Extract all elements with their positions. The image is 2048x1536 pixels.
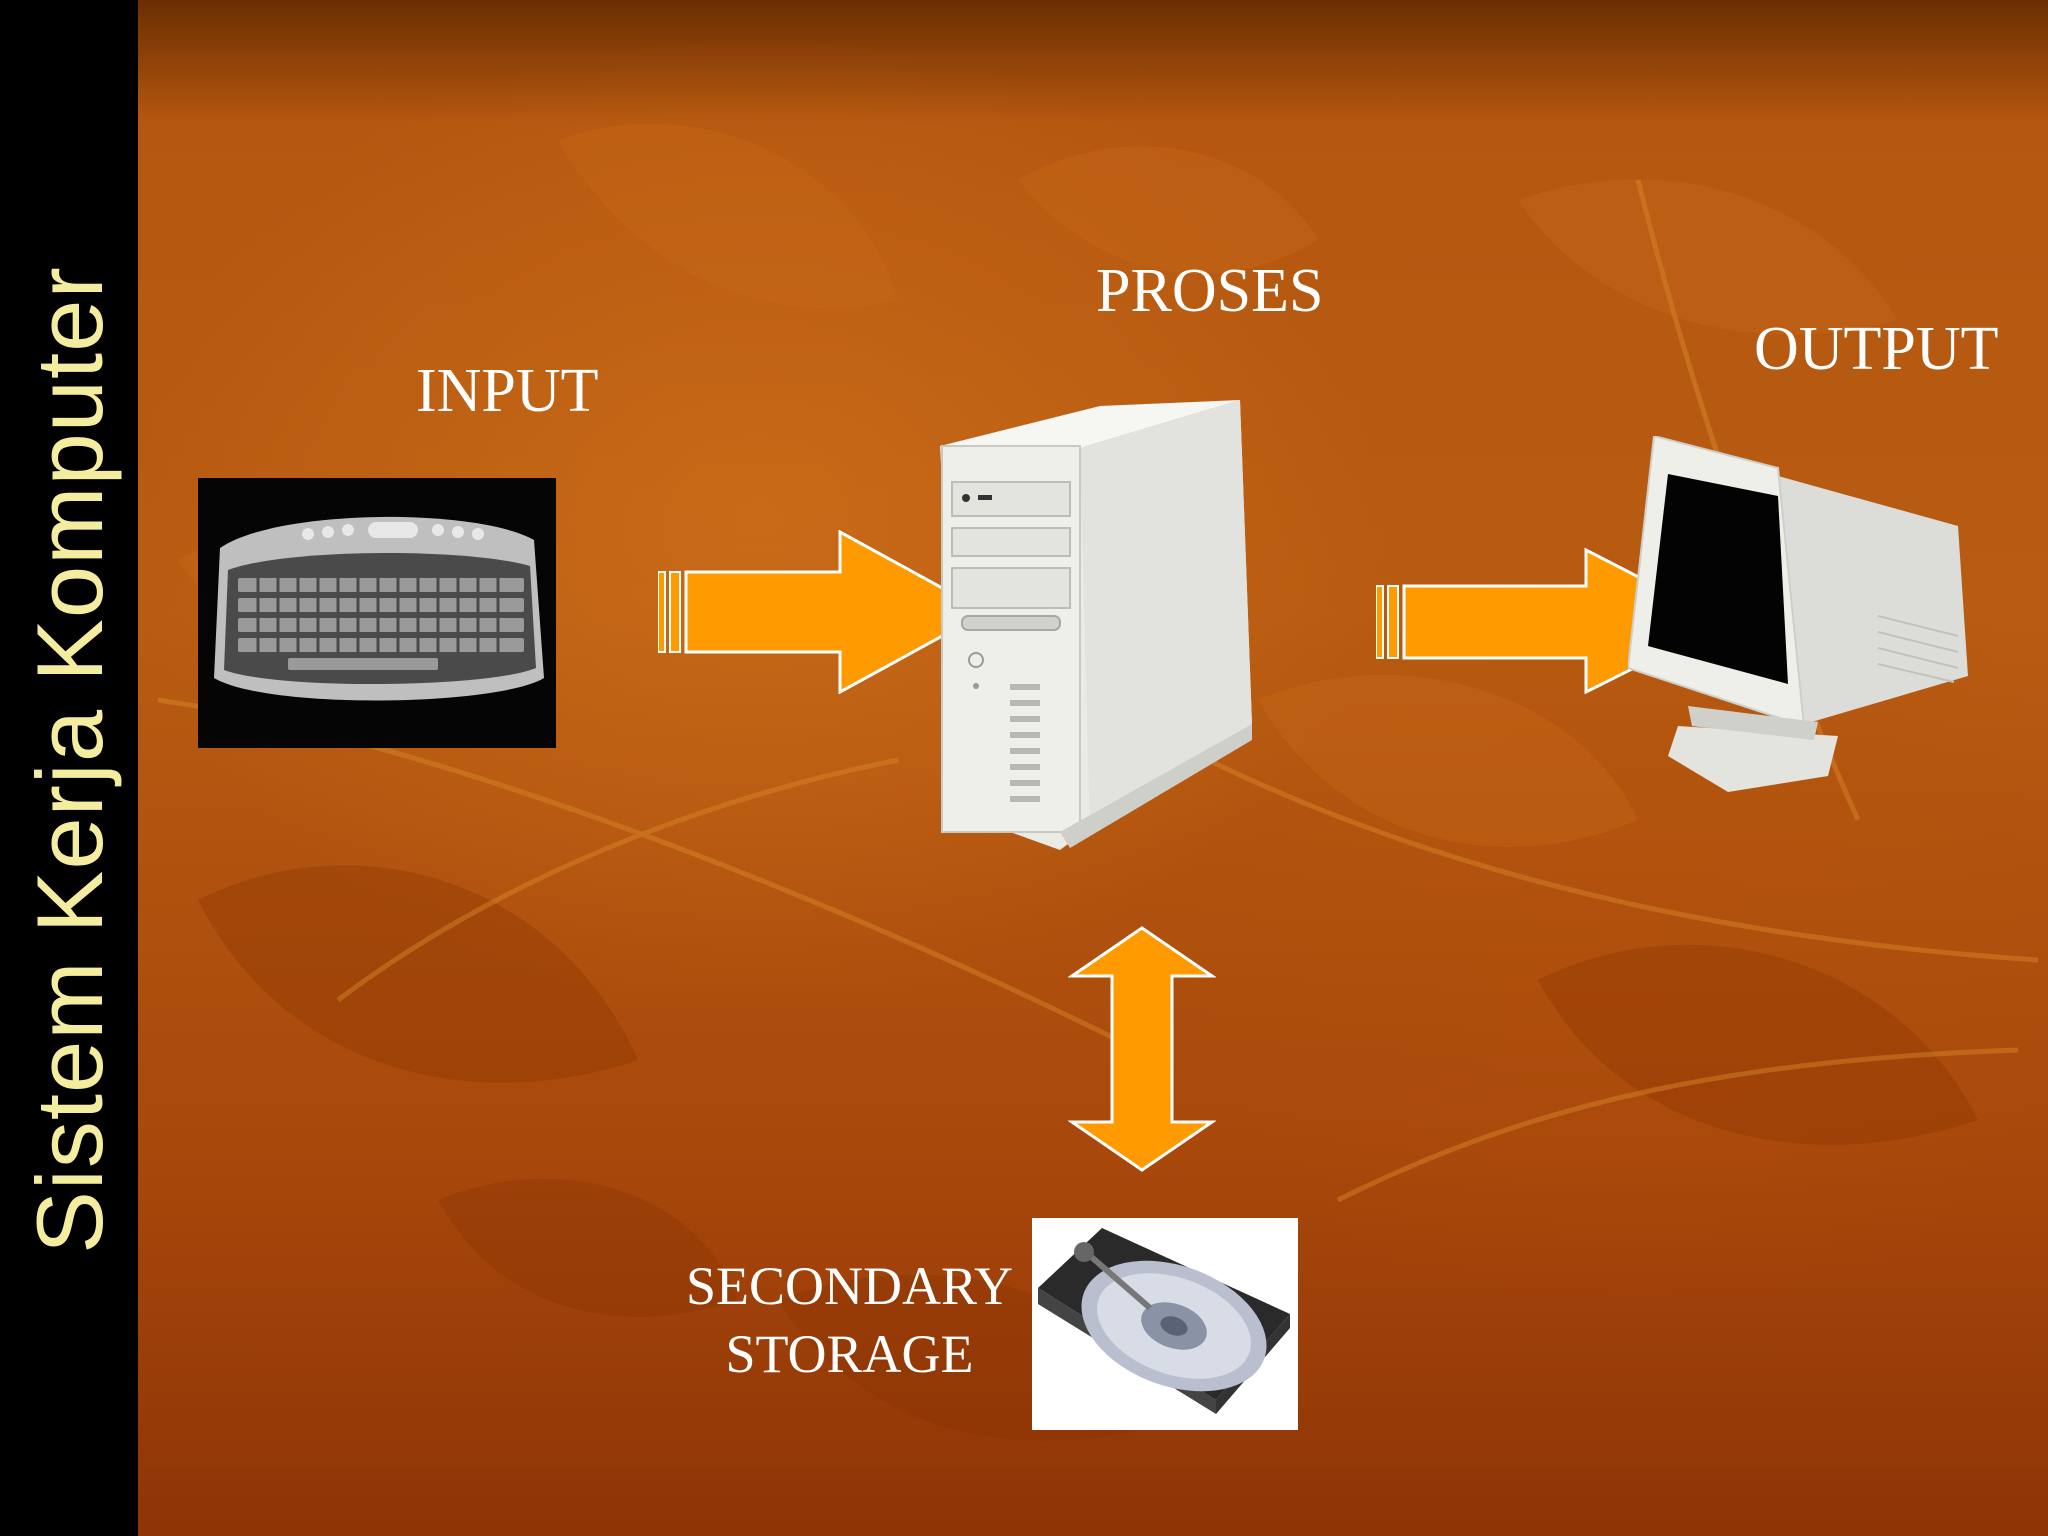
label-storage-line1: SECONDARY xyxy=(686,1256,1014,1316)
arrow-process-storage-bidirectional xyxy=(1068,926,1216,1172)
label-storage-line2: STORAGE xyxy=(725,1324,974,1384)
arrow-input-to-process xyxy=(658,530,990,694)
crt-monitor-icon xyxy=(1628,436,1968,792)
label-proses: PROSES xyxy=(1096,257,1324,325)
slide-title: Sistem Kerja Komputer xyxy=(17,266,122,1254)
hard-disk-icon xyxy=(1032,1218,1298,1430)
keyboard-icon xyxy=(198,478,556,748)
diagram-area: INPUT PROSES OUTPUT SECONDARY STORAGE xyxy=(138,0,2048,1536)
label-secondary-storage: SECONDARY STORAGE xyxy=(686,1252,1013,1388)
label-output: OUTPUT xyxy=(1754,315,1999,383)
computer-tower-icon xyxy=(940,400,1252,850)
sidebar: Sistem Kerja Komputer xyxy=(0,0,138,1536)
label-input: INPUT xyxy=(416,357,599,425)
